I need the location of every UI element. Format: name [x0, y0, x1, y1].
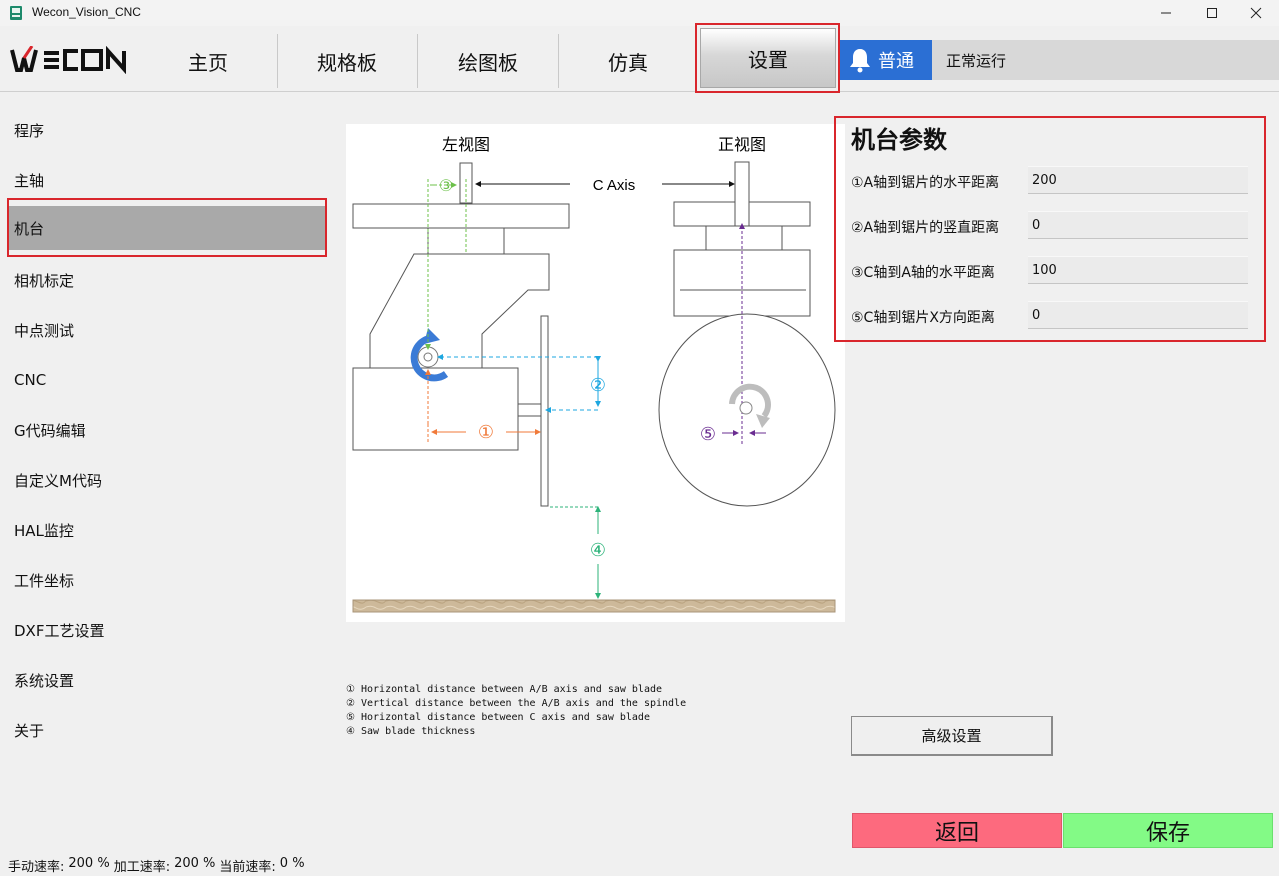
tab-spec-board[interactable]: 规格板 — [317, 50, 377, 75]
close-icon — [1250, 7, 1262, 19]
current-rate-value: 0 % — [279, 856, 305, 871]
process-rate-value: 200 % — [174, 856, 216, 871]
param-input-c-to-a-horizontal[interactable] — [1028, 256, 1248, 284]
minimize-icon — [1161, 12, 1171, 14]
legend-line: ① Horizontal distance between A/B axis a… — [346, 684, 663, 695]
manual-rate-label: 手动速率: — [8, 860, 65, 875]
sidebar-item-dxf-process[interactable]: DXF工艺设置 — [14, 621, 105, 640]
window-title: Wecon_Vision_CNC — [32, 5, 141, 19]
settings-tab-highlight — [695, 23, 840, 93]
alarm-level-label: 普通 — [878, 51, 914, 72]
sidebar-item-camera-calibration[interactable]: 相机标定 — [14, 271, 75, 290]
manual-rate-value: 200 % — [68, 856, 110, 871]
app-icon — [10, 6, 22, 20]
sidebar-item-midpoint-test[interactable]: 中点测试 — [14, 321, 75, 340]
tab-drawing-board[interactable]: 绘图板 — [458, 50, 518, 75]
sidebar-item-hal-monitor[interactable]: HAL监控 — [14, 521, 74, 540]
process-rate-label: 加工速率: — [113, 860, 171, 875]
c-axis-label: C Axis — [593, 177, 636, 194]
nav-divider — [277, 34, 278, 88]
front-view-title: 正视图 — [718, 136, 766, 154]
tab-home[interactable]: 主页 — [188, 50, 228, 75]
sidebar-item-work-coordinates[interactable]: 工件坐标 — [14, 571, 75, 590]
workpiece-board — [352, 599, 836, 613]
nav-divider — [558, 34, 559, 88]
legend-line: ④ Saw blade thickness — [346, 726, 476, 737]
alarm-status[interactable]: 普通 — [840, 40, 932, 80]
minimize-button[interactable] — [1143, 0, 1189, 26]
save-button[interactable]: 保存 — [1063, 813, 1273, 848]
left-view-title: 左视图 — [442, 136, 490, 154]
sidebar-item-cnc[interactable]: CNC — [14, 371, 47, 389]
legend-line: ② Vertical distance between the A/B axis… — [346, 698, 687, 709]
maximize-button[interactable] — [1189, 0, 1235, 26]
sidebar-item-about[interactable]: 关于 — [14, 721, 45, 740]
sidebar-item-custom-mcode[interactable]: 自定义M代码 — [14, 471, 102, 490]
bell-icon — [850, 49, 870, 73]
tab-simulation[interactable]: 仿真 — [608, 50, 648, 75]
param-input-ab-vertical[interactable] — [1028, 211, 1248, 239]
speed-status-bar: 手动速率: 200 % 加工速率: 200 % 当前速率: 0 % — [8, 856, 305, 875]
legend-line: ⑤ Horizontal distance between C axis and… — [346, 712, 650, 723]
mark-3-left: ③ — [439, 178, 453, 195]
mark-4: ④ — [590, 540, 606, 560]
close-button[interactable] — [1233, 0, 1279, 26]
current-rate-label: 当前速率: — [219, 860, 276, 875]
sidebar-item-system-settings[interactable]: 系统设置 — [14, 671, 75, 690]
mark-1: ① — [478, 422, 494, 442]
back-button[interactable]: 返回 — [852, 813, 1062, 848]
mark-2: ② — [590, 375, 606, 395]
param-input-ab-horizontal[interactable] — [1028, 166, 1248, 194]
diagram-legend: ① Horizontal distance between A/B axis a… — [346, 683, 686, 739]
maximize-icon — [1207, 8, 1217, 18]
title-bar: Wecon_Vision_CNC — [0, 0, 1279, 26]
left-view-drawing — [352, 162, 570, 507]
mark-5: ⑤ — [700, 424, 716, 444]
a-axis-rotation-icon — [410, 328, 449, 382]
param-label-c-to-blade-x: ⑤C轴到锯片X方向距离 — [851, 310, 995, 326]
machine-diagram: 左视图 正视图 C Axis ③ ② ① ④ — [346, 124, 845, 622]
param-label-ab-vertical: ②A轴到锯片的竖直距离 — [851, 220, 1000, 236]
c-axis-rotation-icon — [729, 383, 771, 428]
run-status: 正常运行 — [932, 40, 1279, 80]
params-panel-highlight — [834, 116, 1266, 342]
sidebar-item-machine[interactable]: 机台 — [8, 206, 326, 250]
advanced-settings-button[interactable]: 高级设置 — [851, 716, 1053, 756]
sidebar-item-gcode-editor[interactable]: G代码编辑 — [14, 421, 86, 440]
param-input-c-to-blade-x[interactable] — [1028, 301, 1248, 329]
nav-divider — [417, 34, 418, 88]
sidebar-item-program[interactable]: 程序 — [14, 121, 45, 140]
machine-item-highlight — [7, 198, 327, 257]
sidebar-item-spindle[interactable]: 主轴 — [14, 171, 45, 190]
wecon-logo — [10, 46, 126, 74]
param-label-ab-horizontal: ①A轴到锯片的水平距离 — [851, 175, 1000, 191]
params-title: 机台参数 — [851, 126, 947, 154]
front-view-drawing — [658, 161, 836, 507]
param-label-c-to-a-horizontal: ③C轴到A轴的水平距离 — [851, 265, 995, 281]
tab-settings[interactable]: 设置 — [700, 28, 836, 88]
